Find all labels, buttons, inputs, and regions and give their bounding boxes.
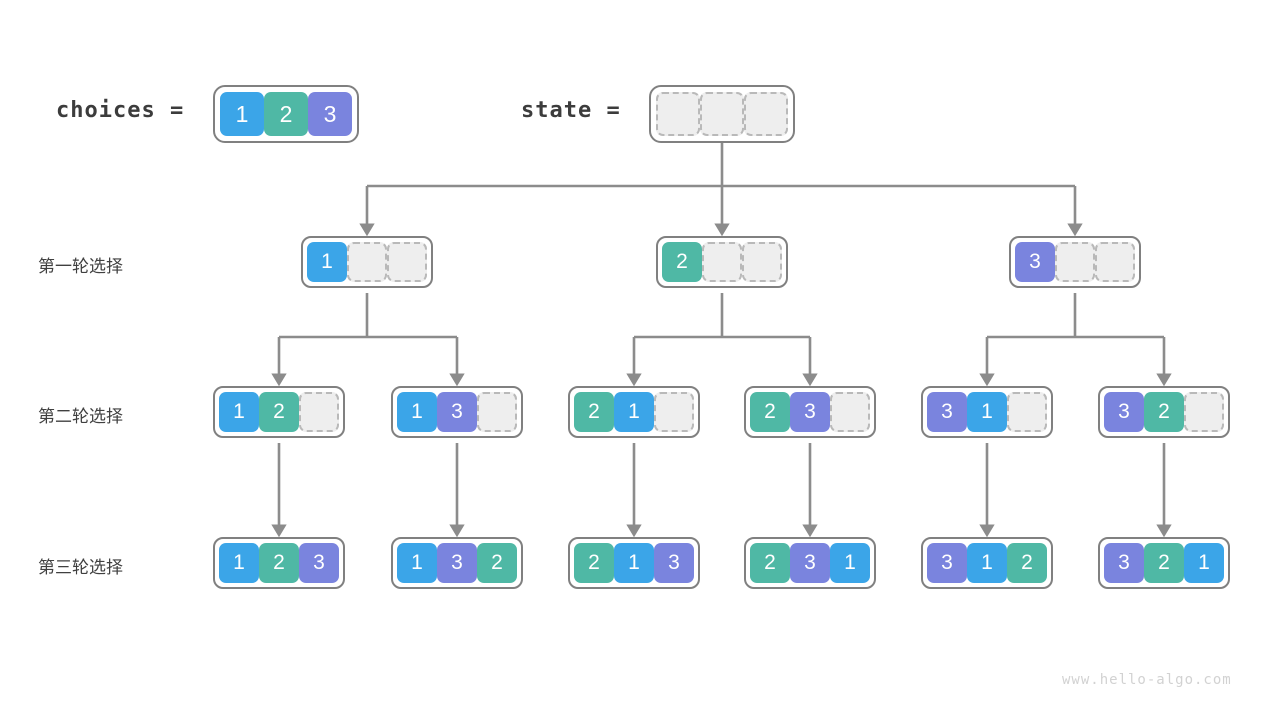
- array-cell-filled: 2: [1144, 392, 1184, 432]
- state-label-text: state =: [521, 98, 621, 123]
- array-cell-filled: 2: [574, 392, 614, 432]
- array-cell-filled: 2: [1144, 543, 1184, 583]
- array-cell-empty: [1007, 392, 1047, 432]
- choices-label: choices =: [56, 98, 184, 123]
- array-cell-filled: 2: [750, 543, 790, 583]
- row-label-round-1: 第一轮选择: [38, 257, 123, 276]
- array-cell-filled: 2: [1007, 543, 1047, 583]
- tree-node: 2: [656, 236, 788, 288]
- array-cell-empty: [1184, 392, 1224, 432]
- array-cell-empty: [387, 242, 427, 282]
- array-cell-filled: 3: [927, 543, 967, 583]
- array-cell-filled: 1: [830, 543, 870, 583]
- state-array: [649, 85, 795, 143]
- array-cell-empty: [654, 392, 694, 432]
- array-cell-filled: 1: [614, 392, 654, 432]
- node-array-box: 2: [656, 236, 788, 288]
- array-cell-filled: 1: [1184, 543, 1224, 583]
- array-cell-filled: 2: [750, 392, 790, 432]
- array-cell-filled: 1: [967, 392, 1007, 432]
- array-cell-filled: 3: [790, 392, 830, 432]
- array-cell-filled: 1: [220, 92, 264, 136]
- array-cell-filled: 3: [1104, 543, 1144, 583]
- state-array-box: [649, 85, 795, 143]
- row-label-round-3: 第三轮选择: [38, 558, 123, 577]
- state-label: state =: [521, 98, 621, 123]
- array-cell-filled: 3: [1015, 242, 1055, 282]
- array-cell-filled: 3: [927, 392, 967, 432]
- array-cell-filled: 3: [308, 92, 352, 136]
- array-cell-filled: 1: [397, 543, 437, 583]
- array-cell-filled: 2: [264, 92, 308, 136]
- array-cell-filled: 3: [1104, 392, 1144, 432]
- array-cell-filled: 2: [662, 242, 702, 282]
- array-cell-filled: 3: [790, 543, 830, 583]
- array-cell-filled: 2: [477, 543, 517, 583]
- array-cell-filled: 1: [219, 392, 259, 432]
- array-cell-filled: 2: [574, 543, 614, 583]
- node-array-box: 3: [1009, 236, 1141, 288]
- array-cell-filled: 1: [307, 242, 347, 282]
- array-cell-empty: [742, 242, 782, 282]
- tree-node: 1: [301, 236, 433, 288]
- array-cell-filled: 3: [299, 543, 339, 583]
- array-cell-filled: 3: [437, 392, 477, 432]
- array-cell-filled: 2: [259, 392, 299, 432]
- array-cell-empty: [1055, 242, 1095, 282]
- array-cell-empty: [347, 242, 387, 282]
- choices-label-text: choices =: [56, 98, 185, 123]
- array-cell-empty: [299, 392, 339, 432]
- array-cell-empty: [1095, 242, 1135, 282]
- array-cell-empty: [656, 92, 700, 136]
- array-cell-filled: 3: [654, 543, 694, 583]
- array-cell-filled: 1: [967, 543, 1007, 583]
- tree-node: 3: [1009, 236, 1141, 288]
- array-cell-empty: [744, 92, 788, 136]
- node-array-box: 1: [301, 236, 433, 288]
- array-cell-empty: [477, 392, 517, 432]
- array-cell-filled: 2: [259, 543, 299, 583]
- array-cell-filled: 1: [219, 543, 259, 583]
- array-cell-filled: 1: [614, 543, 654, 583]
- array-cell-empty: [700, 92, 744, 136]
- array-cell-empty: [830, 392, 870, 432]
- watermark: www.hello-algo.com: [1062, 672, 1232, 688]
- row-label-round-2: 第二轮选择: [38, 407, 123, 426]
- array-cell-filled: 3: [437, 543, 477, 583]
- array-cell-empty: [702, 242, 742, 282]
- array-cell-filled: 1: [397, 392, 437, 432]
